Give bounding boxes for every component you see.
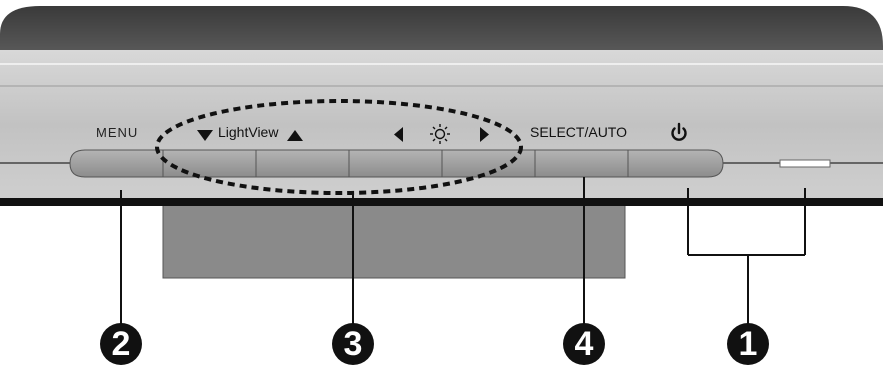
menu-label: MENU (96, 125, 138, 140)
lightview-label: LightView (218, 124, 278, 140)
callout-menu: 2 (100, 323, 142, 365)
power-button[interactable] (628, 150, 723, 177)
callout-power: 1 (727, 323, 769, 365)
select-auto-button[interactable] (535, 150, 628, 177)
lightview-down-button[interactable] (163, 150, 256, 177)
bezel-bottom-edge (0, 198, 883, 206)
leader-bracket-power (688, 188, 805, 325)
menu-button[interactable] (70, 150, 163, 177)
monitor-stand (163, 205, 625, 278)
lightview-up-button[interactable] (256, 150, 349, 177)
button-strip (70, 150, 723, 177)
select-auto-label: SELECT/AUTO (530, 124, 627, 140)
callout-select-auto: 4 (563, 323, 605, 365)
brightness-left-button[interactable] (349, 150, 442, 177)
callout-lightview-brightness: 3 (332, 323, 374, 365)
power-indicator-led (780, 160, 830, 167)
